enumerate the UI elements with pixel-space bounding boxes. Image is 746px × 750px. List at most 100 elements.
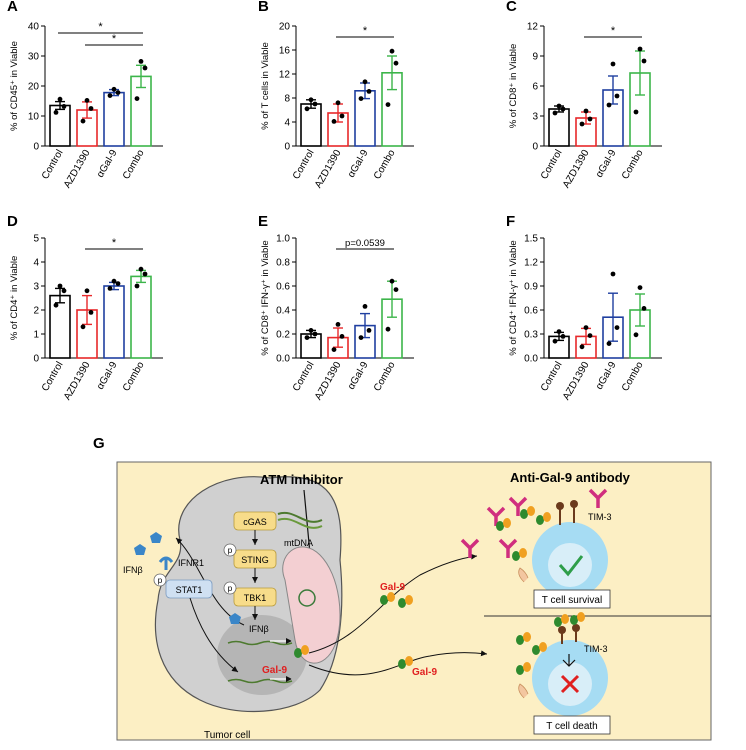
data-point xyxy=(138,266,144,272)
data-point xyxy=(614,325,620,330)
data-point xyxy=(107,286,113,291)
mtdna-label: mtDNA xyxy=(284,538,313,548)
category-label: Control xyxy=(40,148,66,181)
y-axis-label: % of CD8⁺ in Viable xyxy=(508,44,519,129)
t-cell-death-box xyxy=(533,715,611,735)
category-label: Combo xyxy=(121,360,147,394)
y-axis-label: % of T cells in Viable xyxy=(260,42,271,130)
tim3-lower-label: TIM-3 xyxy=(584,644,608,654)
data-point xyxy=(142,271,148,277)
phospho-label: p xyxy=(158,576,163,585)
data-point xyxy=(366,328,372,333)
panel-label: A xyxy=(7,0,18,15)
panel-label: C xyxy=(506,0,517,15)
data-point xyxy=(393,287,399,292)
y-tick-label: 40 xyxy=(28,22,40,33)
antibody-icon xyxy=(588,488,608,508)
chart-panel-f: F0.00.30.60.91.21.5% of CD4⁺ IFN-γ⁺ in V… xyxy=(506,213,662,402)
category-label: AZD1390 xyxy=(561,148,592,190)
bar xyxy=(103,91,125,147)
data-point xyxy=(88,106,94,111)
significance-label: * xyxy=(112,237,117,249)
bar xyxy=(49,294,71,359)
data-point xyxy=(641,58,647,64)
data-point xyxy=(134,283,140,289)
data-point xyxy=(556,103,562,109)
data-point xyxy=(308,328,314,333)
data-point xyxy=(80,118,86,124)
gal9-nucleus-label: Gal-9 xyxy=(262,665,287,676)
data-point xyxy=(583,108,589,114)
phospho-label: p xyxy=(228,584,233,593)
t-cell-survival-box xyxy=(533,589,611,609)
data-point xyxy=(84,288,90,294)
data-point xyxy=(389,48,395,54)
category-label: αGal-9 xyxy=(346,148,371,180)
data-point xyxy=(633,332,639,338)
gal9-molecule-icon xyxy=(398,656,413,669)
y-tick-label: 10 xyxy=(28,112,40,123)
gal9-molecule-icon xyxy=(536,512,551,525)
category-label: Combo xyxy=(620,148,646,182)
data-point xyxy=(393,60,399,66)
gal9-molecule-icon xyxy=(516,632,531,645)
anti-gal9-label: Anti-Gal-9 antibody xyxy=(510,470,631,485)
tim3-receptor-icon xyxy=(558,626,566,644)
category-label: Control xyxy=(40,360,66,393)
data-point xyxy=(339,334,345,339)
gal9-molecule-icon xyxy=(512,548,527,561)
dna-strand-icon xyxy=(227,640,293,646)
category-label: AZD1390 xyxy=(62,148,93,190)
category-label: Control xyxy=(291,148,317,181)
category-label: αGal-9 xyxy=(95,148,120,180)
stat1-arrow xyxy=(189,597,239,673)
significance-label: * xyxy=(611,25,616,37)
y-tick-label: 0.0 xyxy=(524,354,538,365)
sting-label: STING xyxy=(241,555,269,565)
panel-label: F xyxy=(506,213,515,230)
data-point xyxy=(335,100,341,106)
y-tick-label: 30 xyxy=(28,52,40,63)
tim3-upper-label: TIM-3 xyxy=(588,512,612,522)
y-tick-label: 6 xyxy=(532,82,538,93)
category-label: Control xyxy=(539,360,565,393)
y-tick-label: 1.0 xyxy=(276,234,290,245)
data-point xyxy=(610,271,616,277)
category-label: αGal-9 xyxy=(594,360,619,392)
mtdna-strand xyxy=(277,511,323,523)
y-tick-label: 0.6 xyxy=(276,282,290,293)
data-point xyxy=(53,302,59,308)
data-point xyxy=(304,106,310,112)
panel-label-g: G xyxy=(93,435,105,452)
mtdna-strand xyxy=(277,517,323,529)
category-label: αGal-9 xyxy=(594,148,619,180)
y-tick-label: 3 xyxy=(33,282,39,293)
category-label: Control xyxy=(291,360,317,393)
y-tick-label: 5 xyxy=(33,234,39,245)
y-tick-label: 20 xyxy=(28,82,40,93)
category-label: αGal-9 xyxy=(346,360,371,392)
gal9-molecule-icon xyxy=(516,662,531,675)
data-point xyxy=(587,116,593,122)
y-tick-label: 9 xyxy=(532,52,538,63)
y-axis-label: % of CD4⁺ in Viable xyxy=(9,256,20,341)
bar xyxy=(49,104,71,147)
bar xyxy=(103,285,125,359)
ifnb-molecule-icon xyxy=(134,544,146,555)
data-point xyxy=(560,106,566,112)
data-point xyxy=(138,59,144,64)
y-tick-label: 8 xyxy=(284,94,290,105)
data-point xyxy=(312,101,318,107)
stat1-label: STAT1 xyxy=(176,585,203,595)
cross-icon xyxy=(560,674,580,694)
bar xyxy=(548,108,570,147)
data-point xyxy=(366,89,372,94)
panel-label: B xyxy=(258,0,269,15)
category-label: AZD1390 xyxy=(313,360,344,402)
phospho-icon xyxy=(153,573,167,587)
panel-label: D xyxy=(7,213,18,230)
data-point xyxy=(61,104,67,109)
data-point xyxy=(610,61,616,67)
